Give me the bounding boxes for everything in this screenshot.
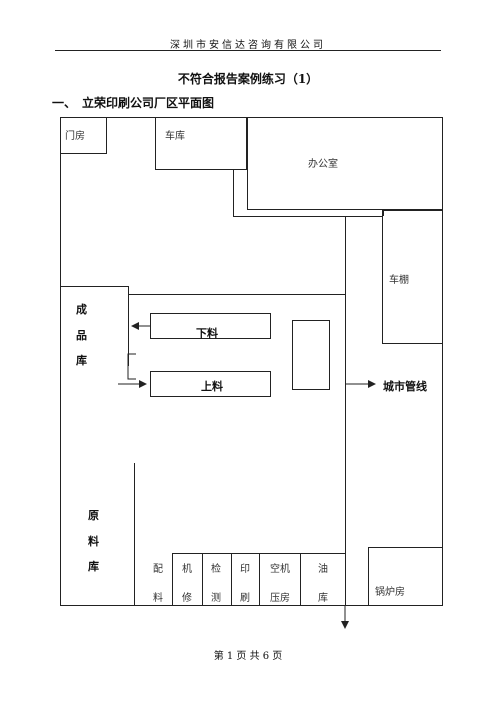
corridor-line bbox=[383, 210, 384, 216]
room-divider bbox=[259, 553, 260, 606]
unload-area: 下料 bbox=[150, 313, 271, 340]
finished-warehouse-char-1: 成 bbox=[76, 303, 87, 316]
room-printing: 印 刷 bbox=[232, 560, 258, 604]
raw-warehouse-char-3: 库 bbox=[88, 560, 99, 573]
room-machine-repair: 机 修 bbox=[174, 560, 200, 604]
page-footer: 第 1 页 共 6 页 bbox=[213, 651, 283, 662]
boiler-room: 锅炉房 bbox=[368, 547, 443, 606]
room-oil-store-line2: 库 bbox=[318, 593, 328, 604]
finished-warehouse-char-2: 品 bbox=[76, 329, 87, 342]
room-batching-line2: 料 bbox=[153, 593, 163, 604]
bracket-line bbox=[127, 353, 136, 380]
gate-house: 门房 bbox=[60, 117, 107, 154]
load-label: 上料 bbox=[201, 380, 223, 393]
room-inspection-line1: 检 bbox=[211, 564, 221, 575]
room-air-compressor: 空机 压房 bbox=[261, 560, 299, 604]
room-printing-line1: 印 bbox=[240, 564, 250, 575]
raw-warehouse-char-1: 原 bbox=[88, 509, 99, 522]
main-road-line bbox=[345, 216, 346, 606]
room-air-compressor-line1: 空机 bbox=[270, 564, 290, 575]
room-oil-store: 油 库 bbox=[302, 560, 344, 604]
room-inspection-line2: 测 bbox=[211, 593, 221, 604]
room-divider bbox=[172, 553, 173, 606]
room-divider bbox=[300, 553, 301, 606]
raw-warehouse-divider bbox=[134, 463, 135, 606]
boiler-room-label: 锅炉房 bbox=[375, 587, 405, 598]
finished-warehouse-right bbox=[128, 286, 129, 366]
machine-equipment bbox=[292, 320, 330, 390]
unload-label: 下料 bbox=[196, 327, 218, 340]
car-shed: 车棚 bbox=[382, 210, 443, 344]
gate-house-label: 门房 bbox=[65, 131, 85, 142]
office: 办公室 bbox=[247, 117, 443, 210]
corridor-line bbox=[233, 216, 383, 217]
finished-warehouse-char-3: 库 bbox=[76, 354, 87, 367]
header-rule bbox=[55, 50, 441, 51]
room-machine-repair-line2: 修 bbox=[182, 593, 192, 604]
room-divider bbox=[231, 553, 232, 606]
garage-label: 车库 bbox=[165, 131, 185, 142]
doc-title: 不符合报告案例练习（1） bbox=[177, 72, 319, 86]
office-label: 办公室 bbox=[308, 159, 338, 170]
raw-warehouse-char-2: 料 bbox=[88, 535, 99, 548]
room-inspection: 检 测 bbox=[203, 560, 229, 604]
header-company: 深圳市安信达咨询有限公司 bbox=[170, 40, 326, 51]
load-area: 上料 bbox=[150, 371, 271, 397]
room-air-compressor-line2: 压房 bbox=[270, 593, 290, 604]
room-batching-line1: 配 bbox=[153, 564, 163, 575]
finished-warehouse-top bbox=[60, 286, 128, 287]
section-title: 立荣印刷公司厂区平面图 bbox=[82, 96, 215, 110]
section-number: 一、 bbox=[52, 96, 77, 110]
workshop-top bbox=[128, 294, 345, 295]
garage: 车库 bbox=[155, 117, 247, 170]
room-printing-line2: 刷 bbox=[240, 593, 250, 604]
room-batching: 配 料 bbox=[146, 560, 170, 604]
room-divider bbox=[202, 553, 203, 606]
room-oil-store-line1: 油 bbox=[318, 564, 328, 575]
corridor-line bbox=[233, 170, 234, 216]
room-machine-repair-line1: 机 bbox=[182, 564, 192, 575]
city-pipeline-label: 城市管线 bbox=[383, 380, 427, 393]
car-shed-label: 车棚 bbox=[389, 275, 409, 286]
bottom-rooms-top bbox=[172, 553, 345, 554]
